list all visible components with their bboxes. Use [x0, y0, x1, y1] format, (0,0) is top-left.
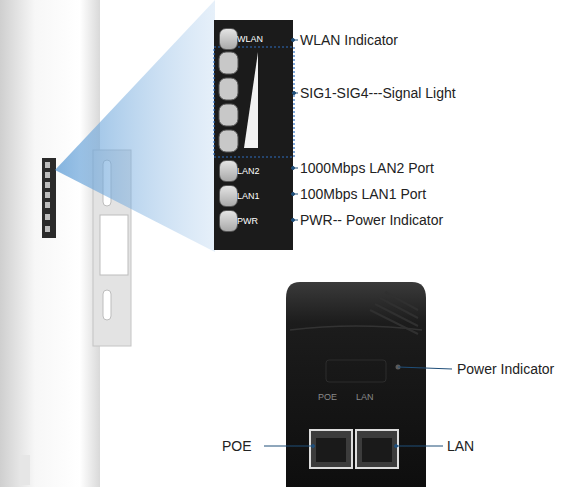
ridge: [380, 298, 418, 318]
callout-label: POE: [318, 392, 337, 403]
ridge: [385, 292, 418, 310]
signal-group-box: [214, 47, 294, 157]
led-dot: [45, 202, 50, 208]
injector-ridges: [370, 292, 418, 334]
rj45-ports: [310, 430, 398, 468]
leader-dot: [293, 92, 296, 95]
callout-label: SIG1-SIG4---Signal Light: [300, 85, 456, 101]
callout-label: PWR-- Power Indicator: [300, 212, 443, 228]
led-dots: [45, 162, 50, 232]
leader-dot: [292, 219, 295, 222]
signal-led: [219, 130, 238, 152]
rj45-port: [310, 430, 352, 468]
zoom-beam: [55, 0, 215, 252]
leader-dot: [312, 445, 315, 448]
led-button: [219, 210, 238, 232]
led-indicator: LAN2: [219, 160, 279, 182]
callout-label: LAN: [447, 438, 474, 454]
callout-label: WLAN Indicator: [300, 32, 398, 48]
signal-led: [219, 78, 238, 100]
led-dot: [45, 162, 50, 168]
callout-label: 100Mbps LAN1 Port: [300, 186, 426, 202]
antenna-detail: [20, 455, 30, 485]
signal-wedge: [244, 52, 258, 148]
led-dot: [45, 226, 50, 232]
antenna-body: [0, 0, 100, 487]
ridge: [370, 310, 418, 334]
signal-led: [219, 104, 238, 126]
led-label: LAN1: [237, 191, 260, 201]
led-dot: [45, 182, 50, 188]
injector-recess: [326, 360, 386, 382]
leader-dot: [292, 167, 295, 170]
led-label: LAN2: [237, 166, 260, 176]
poe-injector: [286, 282, 426, 487]
led-dot: [45, 172, 50, 178]
led-panel: [42, 158, 56, 238]
leader-dot: [292, 193, 295, 196]
led-button: [219, 28, 238, 50]
signal-leds: [219, 52, 238, 152]
led-indicator: WLAN: [219, 28, 279, 50]
leader-line: [396, 446, 443, 447]
led-indicator: PWR: [219, 210, 279, 232]
rj45-port: [356, 430, 398, 468]
led-label: PWR: [237, 216, 258, 226]
signal-led: [219, 52, 238, 74]
led-label: WLAN: [237, 34, 263, 44]
callout-label: Power Indicator: [457, 361, 554, 377]
led-dot: [45, 192, 50, 198]
bracket-window: [100, 215, 128, 275]
leader-dot: [395, 445, 398, 448]
led-dot: [45, 214, 50, 220]
led-button: [219, 185, 238, 207]
port-socket: [362, 438, 392, 462]
callout-label: 1000Mbps LAN2 Port: [300, 160, 434, 176]
callout-label: LAN: [356, 392, 374, 403]
port-socket: [316, 438, 346, 462]
zoom-panel: [214, 20, 293, 250]
bracket-slot: [103, 290, 111, 320]
callout-label: POE: [222, 438, 252, 454]
leader-line: [398, 367, 452, 369]
leader-line: [264, 446, 313, 447]
leader-lines: [292, 39, 299, 222]
led-indicator: LAN1: [219, 185, 279, 207]
led-button: [219, 160, 238, 182]
leader-lines: [264, 367, 452, 448]
leader-dot: [292, 39, 295, 42]
